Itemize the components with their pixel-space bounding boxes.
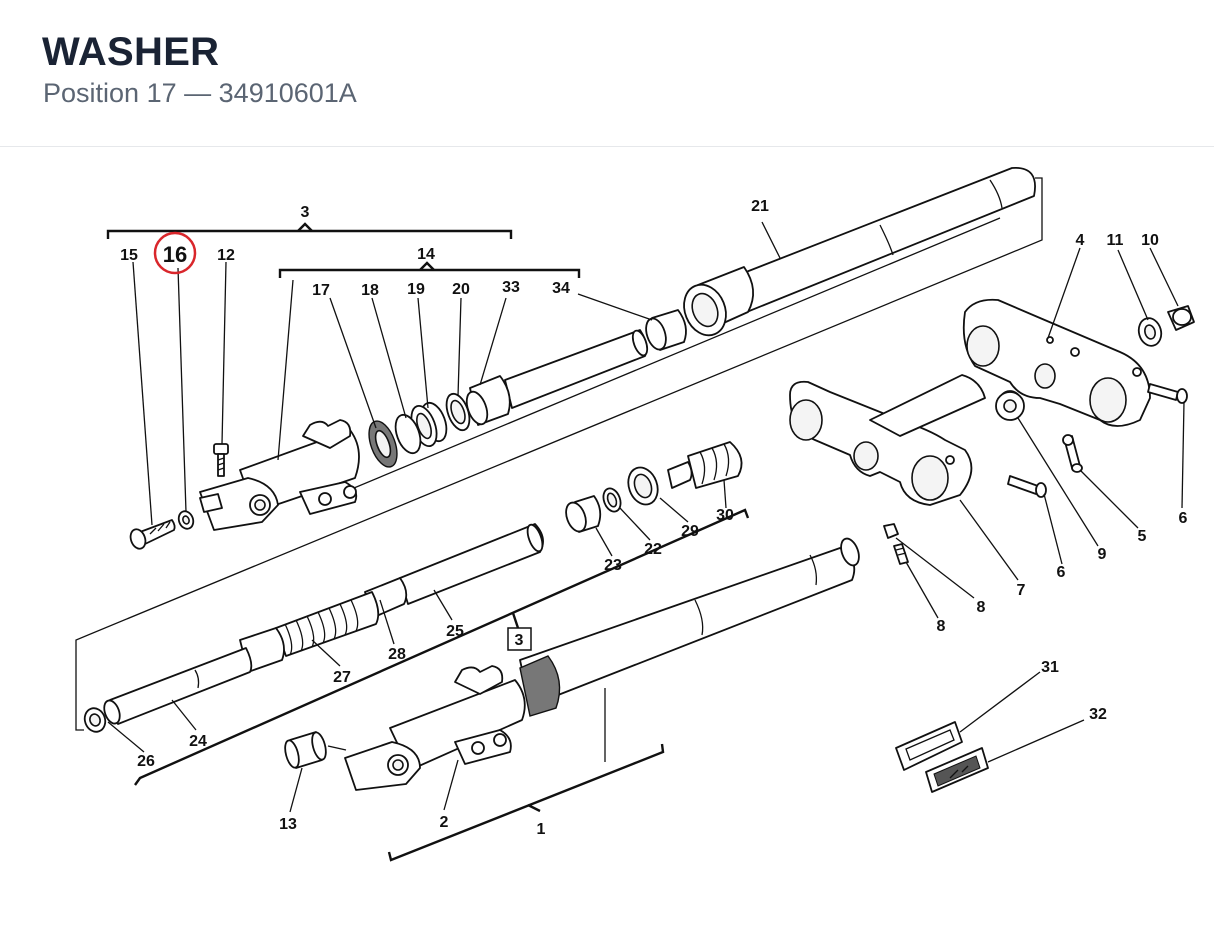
bushing-35 (645, 309, 687, 351)
highlight-ring-17 (153, 231, 197, 275)
callout-16[interactable]: 15 (120, 247, 138, 264)
slider-leg-upper (199, 419, 360, 531)
callout-31[interactable]: 30 (716, 507, 734, 524)
callout-20[interactable]: 19 (407, 281, 425, 298)
nut-10 (995, 391, 1025, 421)
callout-18[interactable]: 17 (312, 282, 330, 299)
part-number: 34910601A (218, 78, 357, 108)
nut-9 (883, 523, 899, 539)
washer-17 (177, 510, 195, 530)
callout-17[interactable]: 16 (163, 242, 187, 267)
callout-28[interactable]: 27 (333, 669, 351, 686)
bolt-16 (129, 519, 176, 550)
callout-24[interactable]: 23 (604, 557, 622, 574)
upper-triple-clamp-4 (962, 298, 1151, 427)
callout-23[interactable]: 22 (644, 541, 662, 558)
washer-12 (1137, 317, 1163, 347)
grub-screw-8 (893, 543, 909, 565)
position-label: Position (43, 78, 140, 108)
adjuster-31 (667, 441, 743, 489)
callout-29[interactable]: 28 (388, 646, 406, 663)
callout-27[interactable]: 26 (137, 753, 155, 770)
assembly-bracket-lower-3 (134, 508, 750, 786)
callout-25[interactable]: 24 (189, 733, 207, 750)
callout-14[interactable]: 13 (279, 816, 297, 833)
assembly-bracket-3 (106, 222, 513, 239)
callout-34[interactable]: 33 (502, 279, 520, 296)
decal-33 (925, 747, 989, 793)
callout-labels: 3 15 16 12 14 17 18 19 20 33 34 21 4 11 … (120, 198, 1187, 838)
seal-24 (565, 495, 602, 533)
page-header: WASHER Position 17 — 34910601A (0, 0, 1214, 147)
exploded-parts-diagram: 3 15 16 12 14 17 18 19 20 33 34 21 4 11 … (75, 167, 1195, 862)
leader-lines (107, 221, 1185, 813)
decal-32 (895, 721, 963, 771)
bolt-5 (1062, 434, 1083, 473)
damper-rod-assembly-15 (368, 329, 649, 468)
part-subtitle: Position 17 — 34910601A (43, 78, 357, 109)
callout-22[interactable]: 21 (751, 198, 769, 215)
callout-8[interactable]: 8 (937, 618, 946, 635)
fork-leg-1 (344, 537, 860, 791)
callout-9[interactable]: 8 (977, 599, 986, 616)
callout-3[interactable]: 3 (301, 204, 310, 221)
boxed-callout-3-label: 3 (515, 632, 524, 649)
callout-10[interactable]: 9 (1098, 546, 1107, 563)
assembly-bracket-15 (278, 261, 581, 278)
cartridge-assembly-lower (83, 523, 544, 733)
callout-15[interactable]: 14 (417, 246, 435, 263)
callout-35[interactable]: 34 (552, 280, 570, 297)
callout-1[interactable]: 1 (537, 821, 546, 838)
callout-21[interactable]: 20 (452, 281, 470, 298)
part-title: WASHER (42, 30, 220, 74)
nut-11 (1167, 305, 1195, 331)
spacer-14 (284, 731, 327, 769)
callout-30[interactable]: 29 (681, 523, 699, 540)
callout-6-lower[interactable]: 6 (1057, 564, 1066, 581)
bolt-6-upper (1147, 383, 1188, 404)
callout-33[interactable]: 32 (1089, 706, 1107, 723)
assembly-bracket-1 (387, 743, 665, 862)
lower-triple-clamp-7 (789, 374, 1023, 506)
callout-26[interactable]: 25 (446, 623, 464, 640)
position-number: 17 (146, 78, 177, 108)
callout-6-upper[interactable]: 6 (1179, 510, 1188, 527)
callout-7[interactable]: 7 (1017, 582, 1026, 599)
boxed-callout-3[interactable]: 3 (507, 627, 532, 651)
callout-32[interactable]: 31 (1041, 659, 1059, 676)
bolt-6-lower (1007, 475, 1047, 498)
separator: — (184, 78, 212, 108)
callout-19[interactable]: 18 (361, 282, 379, 299)
screw-13 (213, 443, 229, 477)
callout-2[interactable]: 2 (440, 814, 449, 831)
callout-5[interactable]: 5 (1138, 528, 1147, 545)
fork-tube-22 (683, 167, 1036, 337)
callout-13[interactable]: 12 (217, 247, 235, 264)
callout-11[interactable]: 10 (1141, 232, 1159, 249)
callout-4[interactable]: 4 (1076, 232, 1085, 249)
callout-12[interactable]: 11 (1107, 232, 1124, 249)
washer-23 (602, 487, 622, 513)
ring-30 (627, 466, 659, 506)
assembly-outline (75, 177, 1043, 731)
